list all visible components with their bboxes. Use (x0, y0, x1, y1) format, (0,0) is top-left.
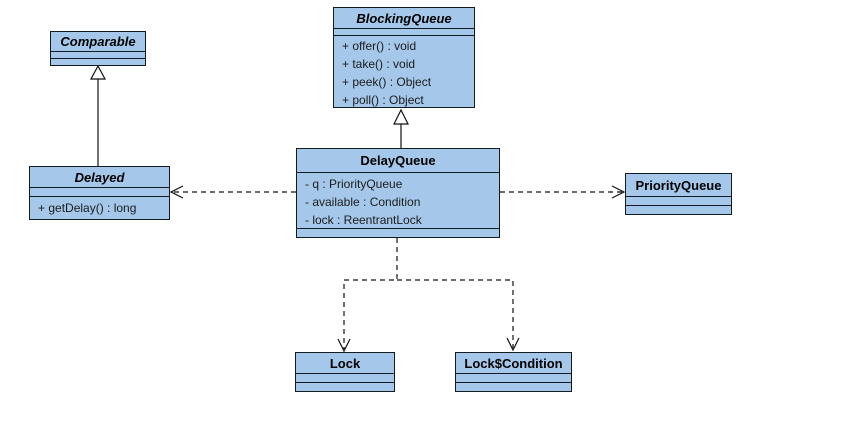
method-item: + getDelay() : long (38, 201, 137, 215)
class-delayed-methods-compartment: + getDelay() : long (30, 196, 169, 219)
dependency-delayqueue-to-priorityqueue (500, 185, 626, 199)
class-priorityqueue-attributes-compartment (626, 196, 731, 205)
class-comparable-attributes-compartment (51, 51, 145, 58)
method-item: + offer() : void (342, 39, 417, 53)
method-item: + peek() : Object (342, 75, 432, 89)
class-lock-title: Lock (329, 355, 361, 371)
method-item: + take() : void (342, 57, 416, 71)
class-lockcondition-title: Lock$Condition (464, 355, 563, 371)
class-priorityqueue-title: PriorityQueue (635, 177, 722, 193)
dependency-delayqueue-to-lock (337, 238, 398, 353)
class-lockcondition-attributes-compartment (456, 373, 571, 382)
method-item: + poll() : Object (342, 93, 424, 107)
class-delayed[interactable]: Delayed + getDelay() : long (29, 166, 170, 220)
generalization-delayed-to-comparable (89, 64, 107, 166)
class-lock-methods-compartment (296, 382, 394, 391)
class-comparable-title: Comparable (60, 34, 136, 49)
class-blockingqueue-methods-compartment: + offer() : void + take() : void + peek(… (334, 35, 474, 107)
class-lockcondition-methods-compartment (456, 382, 571, 391)
class-delayed-title: Delayed (74, 169, 125, 185)
class-delayqueue-title: DelayQueue (360, 153, 436, 168)
attribute-item: - available : Condition (305, 195, 421, 209)
class-blockingqueue[interactable]: BlockingQueue + offer() : void + take() … (333, 7, 475, 108)
class-delayqueue[interactable]: DelayQueue - q : PriorityQueue - availab… (296, 148, 500, 238)
class-priorityqueue[interactable]: PriorityQueue (625, 173, 732, 215)
attribute-item: - lock : ReentrantLock (305, 213, 422, 227)
class-delayqueue-methods-compartment (297, 228, 499, 237)
class-lockcondition[interactable]: Lock$Condition (455, 352, 572, 392)
generalization-delayqueue-to-blockingqueue (393, 108, 409, 148)
class-lock[interactable]: Lock (295, 352, 395, 392)
class-delayqueue-attributes-compartment: - q : PriorityQueue - available : Condit… (297, 172, 499, 228)
class-comparable[interactable]: Comparable (50, 31, 146, 66)
attribute-item: - q : PriorityQueue (305, 177, 403, 191)
dependency-delayqueue-to-lockcondition (397, 279, 520, 352)
class-blockingqueue-title: BlockingQueue (356, 10, 452, 26)
class-lock-attributes-compartment (296, 373, 394, 382)
class-priorityqueue-methods-compartment (626, 205, 731, 214)
class-blockingqueue-attributes-compartment (334, 28, 474, 35)
dependency-delayqueue-to-delayed (169, 185, 296, 199)
class-delayed-attributes-compartment (30, 187, 169, 196)
class-comparable-methods-compartment (51, 58, 145, 65)
